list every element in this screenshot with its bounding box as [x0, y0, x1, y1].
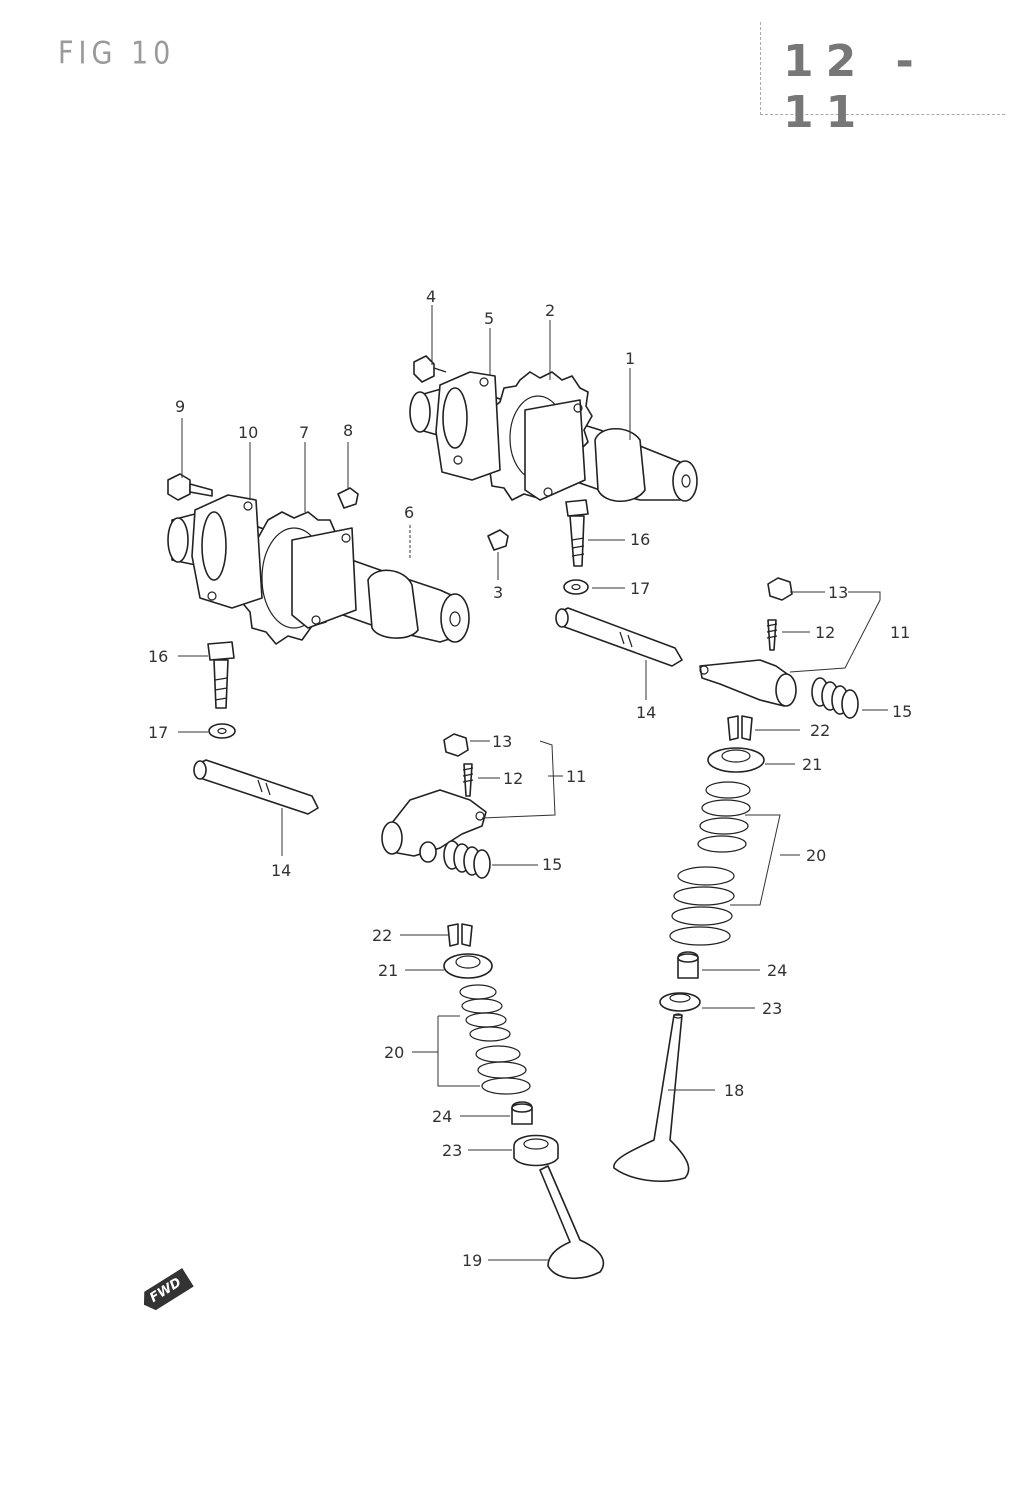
callout-17-right: 17 [630, 579, 650, 598]
callout-21-left: 21 [378, 961, 398, 980]
valve-cotters-22-left [447, 923, 473, 947]
figure-code: 12 - 11 [783, 36, 926, 138]
callout-20-left: 20 [384, 1043, 404, 1062]
rocker-shaft-14-left [193, 759, 319, 815]
callout-12-left: 12 [503, 769, 523, 788]
spring-15-right [811, 677, 859, 719]
callout-18: 18 [724, 1081, 744, 1100]
callout-1: 1 [625, 349, 635, 368]
callout-15-left: 15 [542, 855, 562, 874]
callout-11-right: 11 [890, 623, 910, 642]
callout-16-right: 16 [630, 530, 650, 549]
callout-15-right: 15 [892, 702, 912, 721]
cam-flange-lower [191, 494, 357, 629]
callout-17-left: 17 [148, 723, 168, 742]
callout-24-right: 24 [767, 961, 787, 980]
callout-21-right: 21 [802, 755, 822, 774]
figure-title: FIG 10 [58, 35, 176, 72]
callout-23-left: 23 [442, 1141, 462, 1160]
bolt-16-right [565, 499, 589, 567]
nut-13-right [767, 577, 793, 601]
callout-labels: 4 5 2 1 9 10 7 8 6 3 16 17 13 12 11 14 1… [148, 287, 912, 1270]
callout-5: 5 [484, 309, 494, 328]
callout-9: 9 [175, 397, 185, 416]
spring-seat-23-left [513, 1134, 559, 1167]
callout-8: 8 [343, 421, 353, 440]
valve-springs-20-right [669, 781, 751, 946]
cam-flange-upper [435, 371, 586, 501]
nut-13-left [443, 733, 469, 757]
callout-4: 4 [426, 287, 436, 306]
bolt-16-left [207, 641, 235, 709]
figure-code-box: 12 - 11 [760, 22, 1005, 138]
callout-12-right: 12 [815, 623, 835, 642]
callout-14-right: 14 [636, 703, 656, 722]
valve-18 [613, 1013, 690, 1182]
valve-19 [539, 1165, 605, 1279]
callout-16-left: 16 [148, 647, 168, 666]
spring-retainer-21-right [707, 747, 765, 773]
pin-8 [337, 487, 359, 509]
callout-6: 6 [404, 503, 414, 522]
screw-12-right [766, 619, 778, 651]
callout-3: 3 [493, 583, 503, 602]
bolt-lower-9 [167, 473, 213, 501]
callout-11-left: 11 [566, 767, 586, 786]
callout-22-right: 22 [810, 721, 830, 740]
rocker-arm-11-right [699, 659, 797, 707]
callout-20-right: 20 [806, 846, 826, 865]
callout-14-left: 14 [271, 861, 291, 880]
rocker-arm-11-left [381, 789, 487, 863]
callout-10: 10 [238, 423, 258, 442]
washer-17-left [208, 723, 236, 739]
leader-lines [178, 305, 888, 1261]
callout-22-left: 22 [372, 926, 392, 945]
callout-13-right: 13 [828, 583, 848, 602]
valve-cotters-22-right [727, 715, 753, 741]
spring-retainer-21-left [443, 953, 493, 979]
washer-17-right [563, 579, 589, 595]
valve-springs-20-left [459, 984, 531, 1095]
valve-seal-24-left [511, 1101, 533, 1125]
callout-23-right: 23 [762, 999, 782, 1018]
spring-seat-23-right [659, 992, 701, 1012]
callout-2: 2 [545, 301, 555, 320]
callout-24-left: 24 [432, 1107, 452, 1126]
valve-seal-24-right [677, 951, 699, 979]
callout-13-left: 13 [492, 732, 512, 751]
rocker-shaft-14-right [555, 607, 683, 667]
spring-15-left [443, 840, 491, 879]
pin-3 [487, 529, 509, 551]
callout-7: 7 [299, 423, 309, 442]
bolt-upper-4 [413, 355, 447, 383]
screw-12-left [462, 763, 474, 797]
callout-19: 19 [462, 1251, 482, 1270]
